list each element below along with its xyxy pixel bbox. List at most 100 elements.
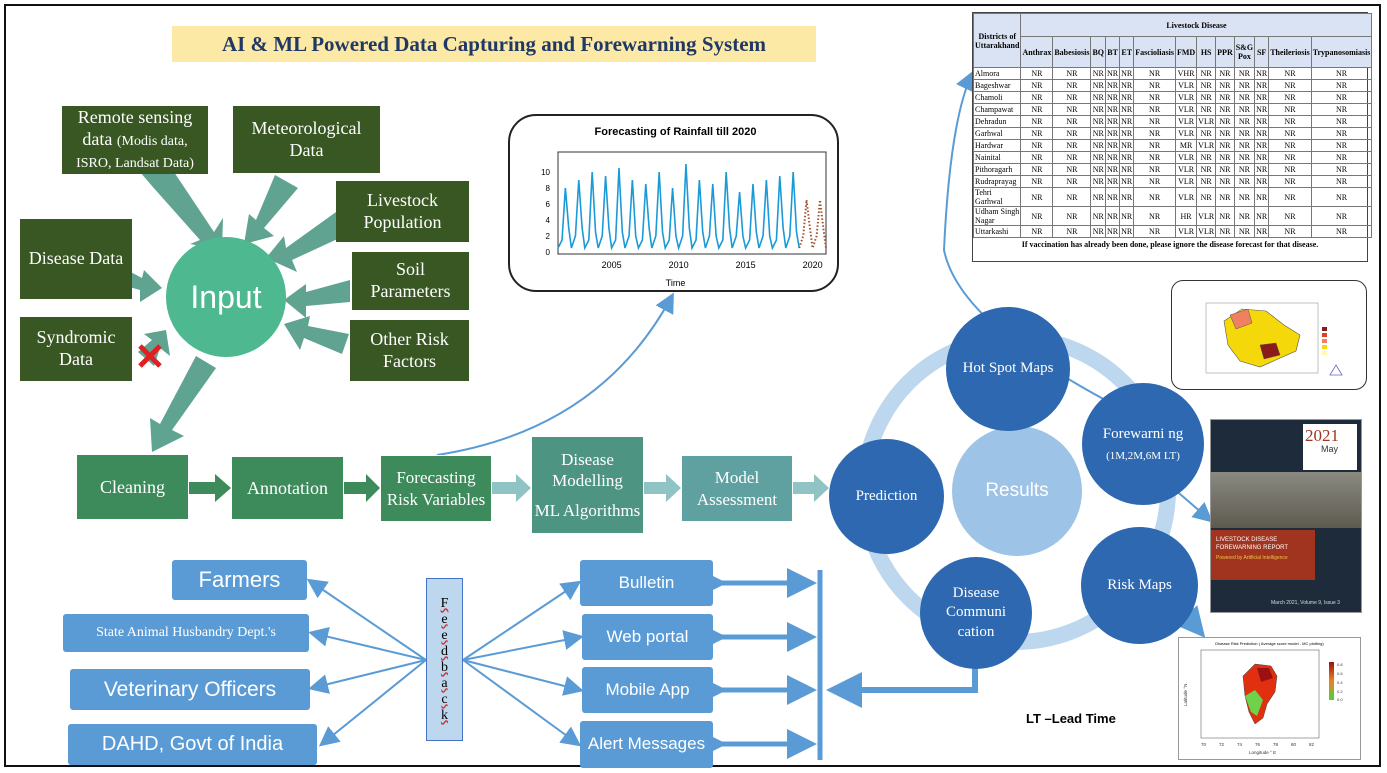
table-column-header: PPR	[1215, 36, 1235, 68]
risk-cell: NR	[1119, 127, 1135, 140]
risk-cell: NR	[1052, 175, 1092, 188]
source-remote-sensing-sub: (Modis data, ISRO, Landsat Data)	[76, 134, 194, 171]
source-livestock-population: Livestock Population	[336, 181, 469, 242]
audience-dahd: DAHD, Govt of India	[68, 724, 317, 765]
risk-cell: NR	[1254, 115, 1270, 128]
circle-forewarning: Forewarni ng (1M,2M,6M LT)	[1082, 383, 1204, 505]
arrow-annotation-forecasting	[344, 474, 380, 502]
risk-cell: NR	[1133, 103, 1176, 116]
risk-cell: NR	[1233, 79, 1256, 92]
risk-map-title: Disease Risk Prediction ( Average score …	[1215, 641, 1324, 646]
arrow-forecasting-modelling	[492, 474, 531, 502]
district-cell: Bageshwar	[972, 79, 1022, 92]
risk-cell: NR	[1020, 127, 1054, 140]
risk-cell: NR	[1268, 225, 1312, 238]
risk-cell: NR	[1233, 206, 1256, 226]
risk-cell: NR	[1119, 79, 1135, 92]
step-disease-modelling: Disease Modelling ML Algorithms	[531, 436, 644, 534]
hot-spot-map	[1205, 302, 1343, 376]
plot-area	[557, 151, 827, 255]
source-disease-data: Disease Data	[20, 219, 132, 299]
risk-legend-label: 0.4	[1337, 680, 1343, 685]
risk-cell: NR	[1215, 67, 1235, 80]
feedback-letter: F	[440, 595, 449, 611]
y-tick-label: 0	[546, 248, 551, 257]
risk-cell: NR	[1310, 187, 1373, 207]
audience-veterinary-officers: Veterinary Officers	[70, 669, 310, 710]
risk-cell: NR	[1133, 206, 1176, 226]
circle-risk-maps: Risk Maps	[1081, 527, 1198, 644]
y-tick-label: 4	[546, 216, 551, 225]
risk-cell: NR	[1196, 127, 1217, 140]
risk-cell: VLR	[1196, 225, 1217, 238]
risk-cell: NR	[1133, 139, 1176, 152]
report-year: 2021	[1305, 426, 1339, 445]
risk-cell: NR	[1310, 151, 1373, 164]
risk-cell: NR	[1119, 91, 1135, 104]
risk-xtick: 78	[1273, 742, 1279, 747]
y-tick-label: 6	[546, 200, 551, 209]
risk-cell: NR	[1254, 79, 1270, 92]
chart-title: Forecasting of Rainfall till 2020	[594, 126, 757, 138]
risk-xtick: 82	[1309, 742, 1315, 747]
district-cell: Garhwal	[972, 127, 1022, 140]
table-column-header: SF	[1254, 36, 1270, 68]
source-remote-sensing: Remote sensing data (Modis data, ISRO, L…	[62, 106, 208, 174]
risk-cell: NR	[1196, 187, 1217, 207]
feedback-letter: e	[441, 611, 448, 627]
district-cell: Hardwar	[972, 139, 1022, 152]
risk-cell: NR	[1310, 115, 1373, 128]
report-month: May	[1321, 444, 1339, 454]
risk-cell: NR	[1090, 175, 1107, 188]
risk-cell: NR	[1052, 115, 1092, 128]
feedback-letter: a	[441, 675, 448, 691]
risk-cell: NR	[1119, 175, 1135, 188]
risk-legend-label: 0.8	[1337, 662, 1343, 667]
table-column-header: BT	[1105, 36, 1121, 68]
risk-xtick: 72	[1219, 742, 1225, 747]
risk-cell: NR	[1215, 91, 1235, 104]
risk-cell: NR	[1233, 115, 1256, 128]
risk-cell: NR	[1310, 206, 1373, 226]
risk-cell: NR	[1133, 79, 1176, 92]
observed-series-line	[557, 163, 800, 251]
fb-vet	[308, 659, 427, 694]
risk-cell: NR	[1268, 206, 1312, 226]
risk-cell: NR	[1105, 187, 1121, 207]
risk-cell: NR	[1133, 175, 1176, 188]
step-cleaning: Cleaning	[76, 454, 189, 520]
forewarning-label: Forewarni ng	[1102, 426, 1184, 443]
arrow-livestock-to-input	[266, 212, 344, 272]
district-cell: Nainital	[972, 151, 1022, 164]
risk-cell: NR	[1020, 139, 1054, 152]
output-mobile-app: Mobile App	[582, 667, 713, 713]
risk-xtick: 70	[1201, 742, 1207, 747]
risk-cell: NR	[1310, 103, 1373, 116]
source-syndromic-data: Syndromic Data	[20, 317, 132, 381]
y-tick-label: 2	[546, 232, 551, 241]
risk-cell: VLR	[1174, 127, 1198, 140]
risk-cell: NR	[1268, 139, 1312, 152]
risk-cell: VLR	[1174, 91, 1198, 104]
chart-xlabel: Time	[665, 278, 686, 288]
risk-cell: NR	[1020, 115, 1054, 128]
x-tick-label: 2010	[669, 260, 689, 270]
feedback-letter: b	[441, 659, 448, 675]
risk-map-panel: Disease Risk Prediction ( Average score …	[1178, 637, 1361, 760]
source-soil-parameters: Soil Parameters	[352, 252, 469, 310]
risk-cell: VLR	[1174, 187, 1198, 207]
risk-cell: NR	[1254, 187, 1270, 207]
risk-cell: NR	[1105, 67, 1121, 80]
risk-cell: NR	[1196, 103, 1217, 116]
circle-results: Results	[952, 426, 1082, 556]
table-column-header: FMD	[1174, 36, 1198, 68]
risk-cell: NR	[1090, 225, 1107, 238]
risk-cell: NR	[1310, 225, 1373, 238]
